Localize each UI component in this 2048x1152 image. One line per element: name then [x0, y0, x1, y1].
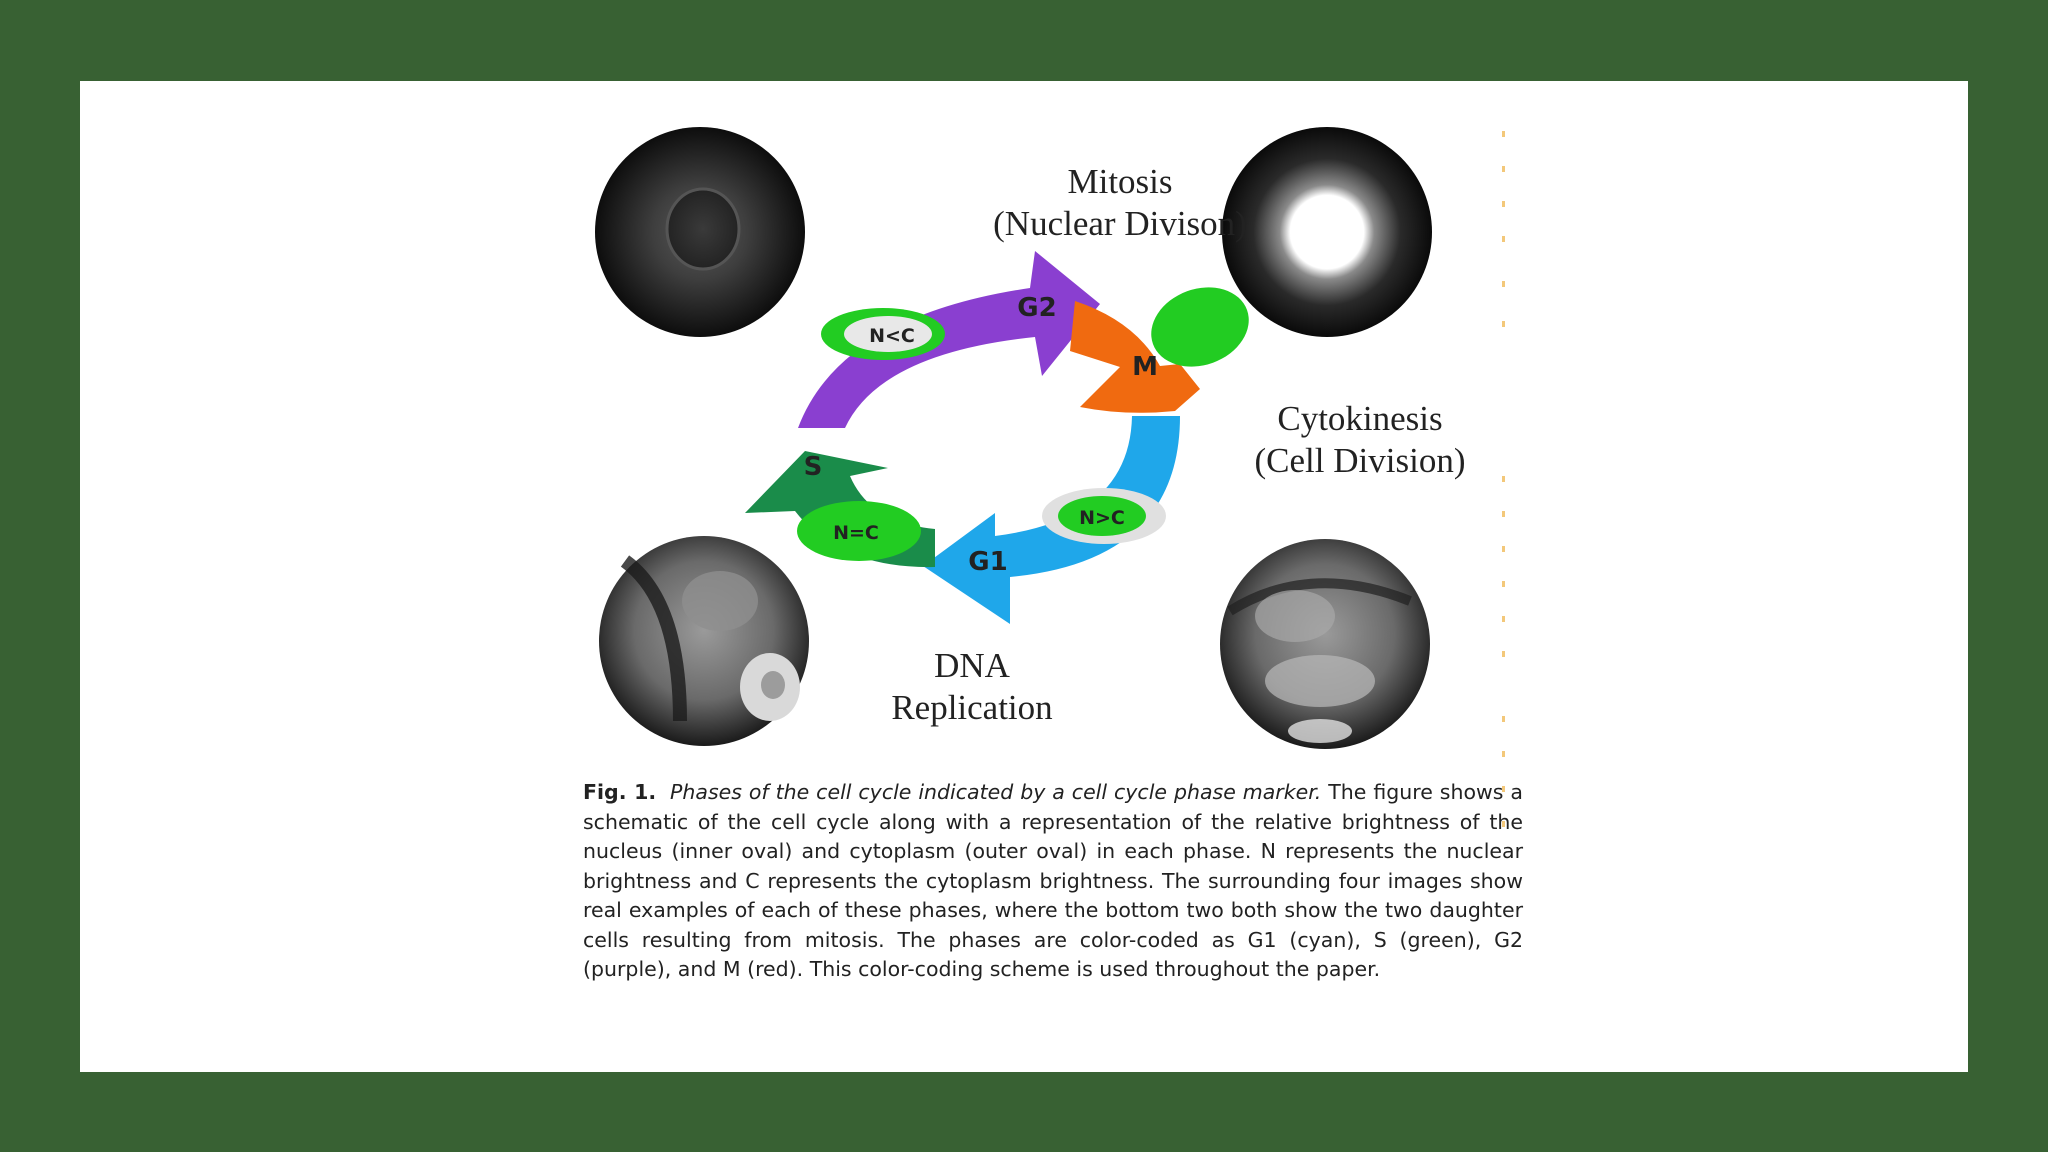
caption-body: The figure shows a schematic of the cell… [583, 780, 1523, 981]
mitosis-title: Mitosis [1067, 162, 1173, 201]
oval-n-gt-c [1042, 488, 1166, 544]
dna-title: DNA [934, 646, 1010, 685]
oval-label-n-gt-c: N>C [1079, 507, 1125, 529]
figure-caption: Fig. 1. Phases of the cell cycle indicat… [583, 778, 1523, 985]
phase-m-arrow [1070, 301, 1200, 413]
cytokinesis-label: Cytokinesis (Cell Division) [1210, 398, 1510, 482]
phase-label-g2: G2 [1017, 293, 1056, 323]
micrograph-g2 [595, 127, 805, 337]
oval-n-eq-c [797, 501, 921, 561]
oval-n-lt-c [821, 308, 945, 360]
micrograph-cytokinesis [1220, 539, 1430, 749]
oval-label-n-eq-c: N=C [833, 522, 879, 544]
dna-subtitle: Replication [891, 688, 1053, 727]
phase-label-m: M [1132, 352, 1158, 382]
daughter-cell-oval [1151, 287, 1249, 367]
column-edge-marks [1502, 131, 1508, 831]
caption-title: Phases of the cell cycle indicated by a … [670, 780, 1322, 804]
phase-g2-arrow [798, 251, 1100, 428]
phase-label-s: S [804, 452, 823, 482]
cell-cycle-diagram: N<C N=C N>C G2 M G1 S [595, 127, 1432, 749]
micrograph-dna-replication [599, 536, 809, 746]
dna-replication-label: DNA Replication [822, 645, 1122, 729]
phase-label-g1: G1 [968, 547, 1007, 577]
micrograph-mitosis [1222, 127, 1432, 337]
caption-fig-label: Fig. 1. [583, 780, 657, 804]
oval-label-n-lt-c: N<C [869, 325, 915, 347]
phase-g1-arrow [923, 416, 1180, 624]
cytokinesis-title: Cytokinesis [1277, 399, 1443, 438]
mitosis-subtitle: (Nuclear Divison) [993, 204, 1247, 243]
cell-cycle-figure: N<C N=C N>C G2 M G1 S Mitosis (Nuclear D… [80, 81, 1968, 1072]
mitosis-label: Mitosis (Nuclear Divison) [970, 161, 1270, 245]
paper-page: N<C N=C N>C G2 M G1 S Mitosis (Nuclear D… [80, 81, 1968, 1072]
cytokinesis-subtitle: (Cell Division) [1254, 441, 1466, 480]
